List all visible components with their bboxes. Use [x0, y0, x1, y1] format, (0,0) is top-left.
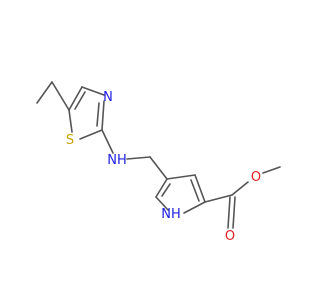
bond-s1-c5 — [68, 109, 73, 133]
bond-nh-ch2 — [126, 156, 151, 160]
bond-c5-c4-inner — [74, 91, 86, 110]
atom-oxygen-ester: O — [251, 170, 261, 185]
bond-pyr-c5-c4 — [155, 178, 168, 198]
bond-n3-c2-inner — [96, 102, 100, 127]
atom-nitrogen-thiazole: N — [103, 90, 113, 105]
atom-pyrrole-nh: NH — [161, 207, 181, 222]
bond-pyr-c4-c3 — [166, 174, 196, 180]
atom-oxygen-carbonyl: O — [225, 229, 235, 244]
molecule-structure: S N NH NH O O — [36, 81, 281, 244]
atom-sulfur: S — [66, 133, 74, 148]
bond-ethyl-ch3 — [36, 81, 53, 104]
bond-pyr-c2-n1 — [183, 201, 206, 214]
bond-c-o-double-2 — [232, 196, 236, 229]
bond-pyr-c3-c2 — [194, 174, 206, 203]
bond-c-o-ester — [231, 181, 249, 196]
bond-n3-c2 — [101, 100, 105, 131]
bond-c2-nh — [101, 129, 114, 154]
bond-c4-n3 — [81, 86, 105, 96]
bond-pyr-c3-c2-inner — [190, 179, 200, 202]
bond-pyr-n1-c5 — [155, 196, 169, 211]
bond-c2-s1 — [79, 129, 103, 140]
bond-ethyl-ch2 — [51, 81, 70, 111]
atom-amine-nh: NH — [107, 153, 127, 168]
bond-ch2-c4pyrrole — [149, 156, 168, 180]
bond-c-o-double-1 — [227, 196, 231, 229]
bond-c2-carbonyl — [204, 194, 233, 203]
bond-pyr-c5-c4-inner — [161, 183, 171, 197]
bond-c5-c4 — [68, 86, 83, 111]
bond-o-methyl — [262, 166, 281, 174]
